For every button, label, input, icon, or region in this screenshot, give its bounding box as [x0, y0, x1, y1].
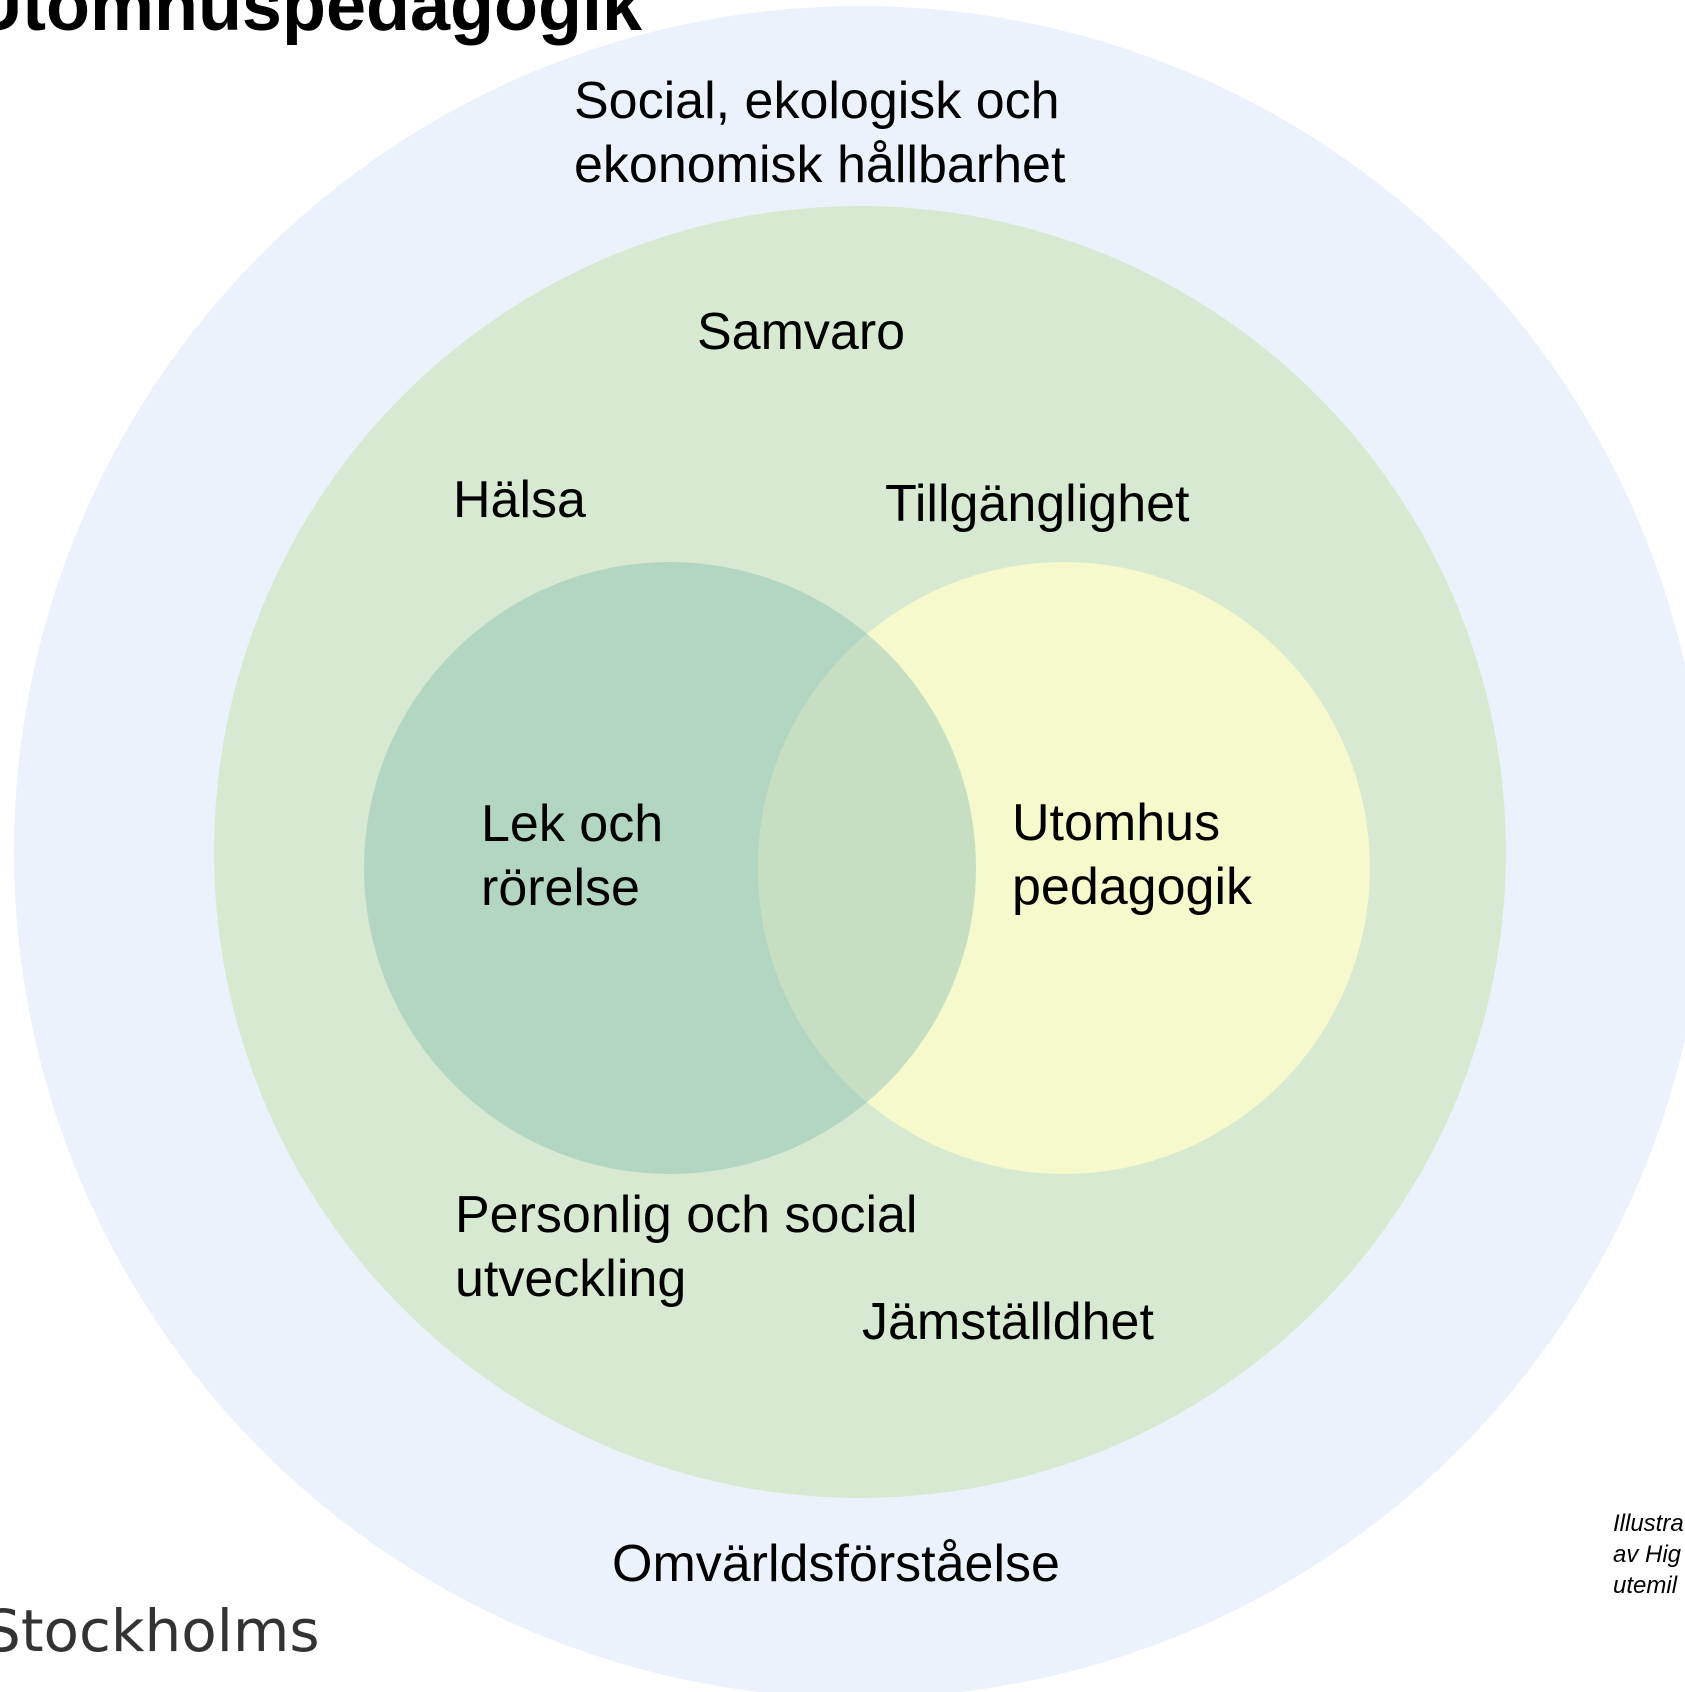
page-title: Utomhuspedagogik — [0, 0, 643, 46]
label-halsa: Hälsa — [453, 471, 586, 529]
caption-line1: Illustra — [1613, 1510, 1684, 1537]
caption-line3: utemil — [1613, 1572, 1678, 1599]
label-personlig-line2: utveckling — [455, 1250, 687, 1308]
label-utomhus-line1: Utomhus — [1012, 794, 1221, 852]
label-sustainability-line1: Social, ekologisk och — [574, 72, 1060, 130]
overlap-region — [758, 562, 976, 1174]
illustration-caption: Illustra av Hig utemil — [1613, 1508, 1684, 1601]
label-lek-och-rorelse: Lek och rörelse — [481, 792, 663, 920]
caption-line2: av Hig — [1613, 1541, 1682, 1568]
label-personlig-line1: Personlig och social — [455, 1186, 918, 1244]
label-personlig-utveckling: Personlig och social utveckling — [455, 1183, 917, 1311]
label-tillganglighet: Tillgänglighet — [885, 475, 1190, 533]
label-jamstalldhet: Jämställdhet — [862, 1293, 1154, 1351]
label-omvarldsforstaelse: Omvärldsförståelse — [612, 1535, 1060, 1593]
stockholm-logo: Stockholms — [0, 1597, 320, 1665]
label-samvaro: Samvaro — [697, 303, 906, 361]
label-sustainability: Social, ekologisk och ekonomisk hållbarh… — [574, 69, 1065, 197]
label-lek-line2: rörelse — [481, 859, 640, 917]
label-utomhus-line2: pedagogik — [1012, 858, 1252, 916]
label-utomhuspedagogik: Utomhus pedagogik — [1012, 791, 1252, 919]
label-sustainability-line2: ekonomisk hållbarhet — [574, 136, 1066, 194]
label-lek-line1: Lek och — [481, 795, 664, 853]
